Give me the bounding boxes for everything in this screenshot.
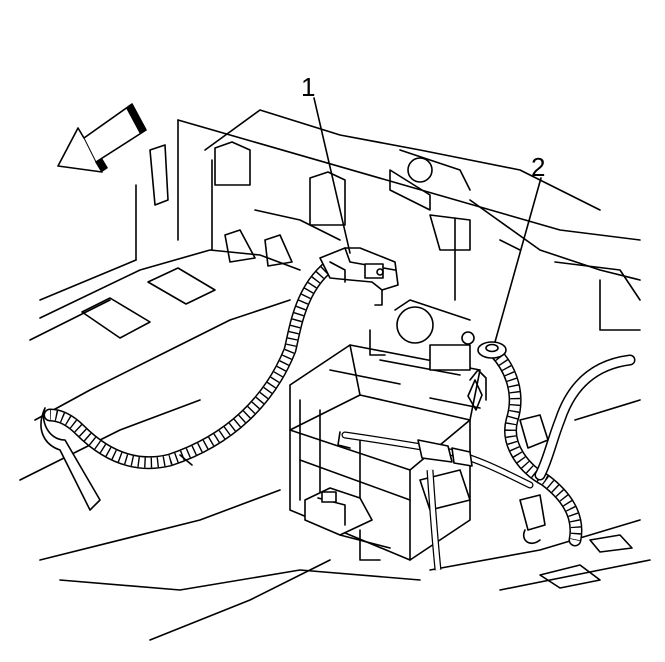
battery (289, 344, 481, 561)
connector-component-1 (319, 247, 399, 306)
positive-terminal-component-2 (469, 341, 507, 401)
battery-hold-down (369, 299, 483, 511)
callout-leader-2 (494, 177, 542, 343)
callout-leader-1 (313, 97, 351, 254)
mounting-bracket (304, 487, 391, 561)
rear-body-panel (177, 109, 641, 331)
direction-arrow-icon (57, 103, 147, 173)
battery-lead (337, 431, 534, 571)
floor-panel (19, 144, 651, 641)
positive-battery-cable (488, 345, 636, 547)
callout-label-1: 1 (301, 72, 315, 102)
callout-leaders (313, 97, 542, 343)
callout-label-2: 2 (531, 152, 545, 182)
negative-battery-cable (40, 255, 342, 511)
